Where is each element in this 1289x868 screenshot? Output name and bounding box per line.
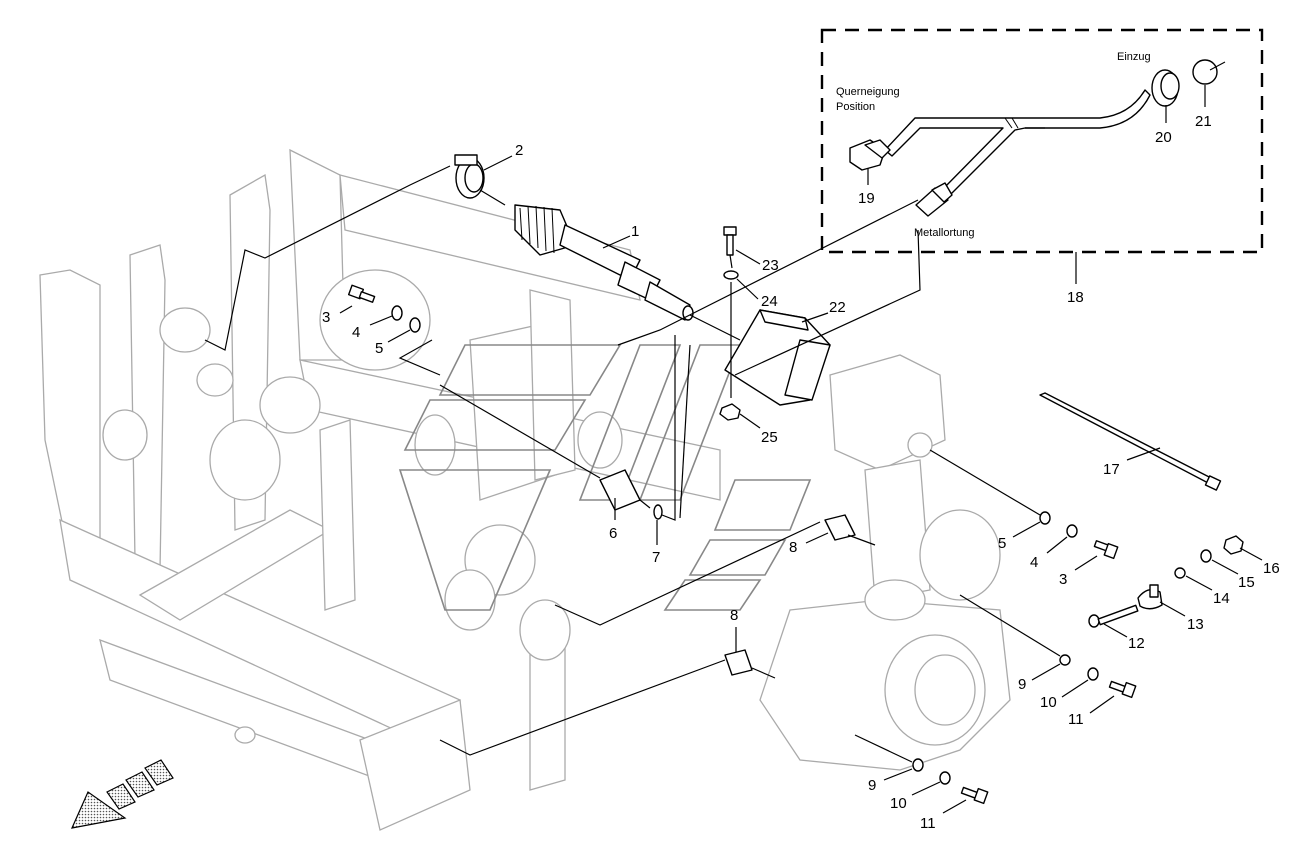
callout-2: 2 — [515, 142, 523, 159]
callout-10: 10 — [890, 795, 907, 812]
washer-24 — [723, 270, 739, 280]
bolt-23 — [723, 226, 737, 256]
callout-5: 5 — [375, 340, 383, 357]
callout-8: 8 — [789, 539, 797, 556]
nut-25 — [719, 403, 741, 421]
callout-19: 19 — [858, 190, 875, 207]
callout-21: 21 — [1195, 113, 1212, 130]
callout-4: 4 — [352, 324, 360, 341]
callout-17: 17 — [1103, 461, 1120, 478]
callout-22: 22 — [829, 299, 846, 316]
callout-14: 14 — [1213, 590, 1230, 607]
callout-3: 3 — [1059, 571, 1067, 588]
connector-19 — [849, 139, 891, 171]
washer-14 — [1174, 567, 1186, 579]
washer-4-left — [391, 305, 403, 321]
callout-11: 11 — [920, 815, 936, 832]
clip-13 — [1137, 584, 1163, 610]
callout-11: 11 — [1068, 711, 1084, 728]
callout-5: 5 — [998, 535, 1006, 552]
callout-7: 7 — [652, 549, 660, 566]
screw-12 — [1088, 604, 1139, 628]
label-einzug: Einzug — [1117, 51, 1151, 63]
label-metallortung: Metallortung — [914, 227, 975, 239]
cable-tie-17 — [1039, 392, 1222, 491]
callout-10: 10 — [1040, 694, 1057, 711]
machine-frame — [39, 148, 1011, 831]
watermark-logo — [398, 344, 812, 611]
washer-4-right — [1066, 524, 1078, 538]
callout-4: 4 — [1030, 554, 1038, 571]
callouts: 1 2 3 4 5 6 7 8 8 5 4 3 9 10 11 9 10 11 … — [322, 113, 1280, 832]
nut-16 — [1223, 535, 1244, 555]
washer-10-lower — [939, 771, 951, 785]
callout-8: 8 — [730, 607, 738, 624]
wiring-harness — [884, 89, 1151, 196]
callout-16: 16 — [1263, 560, 1280, 577]
bolt-3-left — [347, 284, 376, 303]
washer-5-right — [1039, 511, 1051, 525]
bolt-11-upper — [1108, 680, 1137, 699]
bushing-8-upper — [824, 514, 856, 541]
bolt-11-lower — [960, 786, 989, 805]
washer-15 — [1200, 549, 1212, 563]
callout-15: 15 — [1238, 574, 1255, 591]
callout-18: 18 — [1067, 289, 1084, 306]
callout-3: 3 — [322, 309, 330, 326]
callout-25: 25 — [761, 429, 778, 446]
bushing-8-lower — [724, 649, 753, 676]
callout-13: 13 — [1187, 616, 1204, 633]
callout-1: 1 — [631, 223, 639, 240]
callout-9: 9 — [868, 777, 876, 794]
callout-24: 24 — [761, 293, 778, 310]
guard-22 — [724, 309, 831, 406]
washer-10-upper — [1087, 667, 1099, 681]
callout-9: 9 — [1018, 676, 1026, 693]
washer-9-lower — [912, 758, 924, 772]
washer-5-left — [409, 317, 421, 333]
bolt-3-right — [1093, 540, 1119, 560]
washer-9-upper — [1059, 654, 1071, 666]
drive-shaft-1 — [514, 204, 694, 321]
callout-23: 23 — [762, 257, 779, 274]
callout-12: 12 — [1128, 635, 1145, 652]
cap-21 — [1192, 59, 1226, 85]
callout-6: 6 — [609, 525, 617, 542]
leader-lines — [204, 85, 1263, 814]
sensor-harness-group-box — [820, 28, 1264, 254]
connector-20 — [1151, 69, 1180, 107]
callout-20: 20 — [1155, 129, 1172, 146]
label-querneigung: Querneigung — [836, 86, 900, 98]
direction-arrow-icon — [70, 759, 174, 829]
sensor-metallortung — [915, 182, 953, 217]
hose-clamp-2 — [454, 154, 485, 199]
label-position: Position — [836, 101, 875, 113]
text-labels: Einzug Querneigung Position Metallortung — [836, 51, 1151, 239]
washer-7 — [653, 504, 663, 520]
